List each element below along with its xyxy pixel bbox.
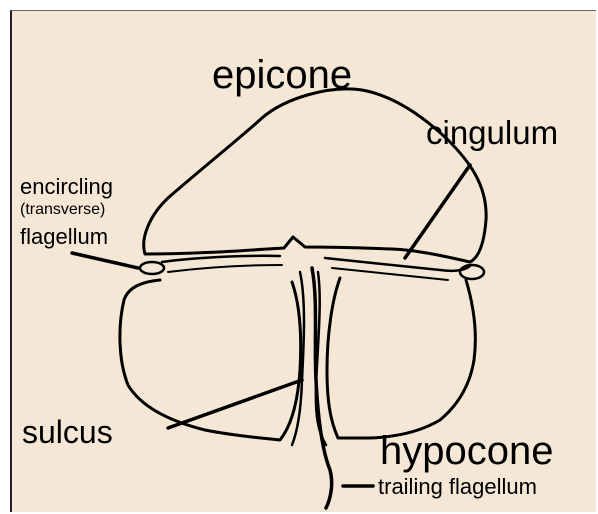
hypocone-left-lobe: [120, 280, 301, 440]
hypocone-right-lobe: [327, 278, 475, 438]
epicone-label: epicone: [212, 55, 352, 95]
encircling-flagellum-left-loop: [140, 262, 164, 274]
trailing-flagellum-label: trailing flagellum: [378, 476, 537, 498]
cingulum-leader: [405, 165, 470, 258]
encircling-flagellum-right-loop: [460, 265, 484, 279]
hypocone-label: hypocone: [380, 431, 553, 471]
flagellum-leader: [72, 253, 138, 268]
encircling-label: encircling: [20, 176, 113, 198]
flagellum-label: flagellum: [20, 226, 108, 248]
transverse-label: (transverse): [20, 202, 105, 218]
sulcus-leader: [168, 380, 302, 428]
sulcus-label: sulcus: [22, 416, 113, 448]
cingulum-label: cingulum: [426, 116, 558, 149]
